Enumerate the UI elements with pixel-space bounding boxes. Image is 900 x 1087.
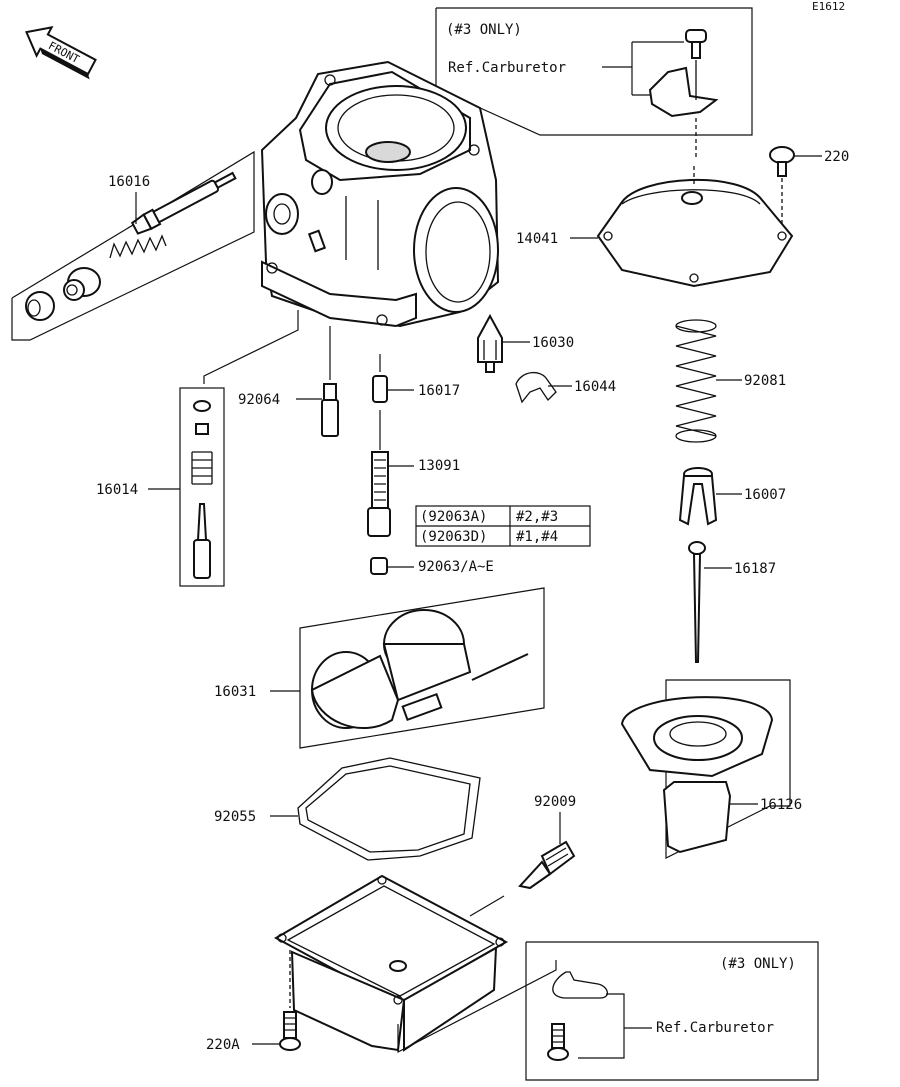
note-bottom-title: (#3 ONLY): [720, 956, 796, 972]
spring-92081: 92081: [675, 319, 786, 443]
callout-220a: 220A: [206, 1037, 240, 1053]
diagram-id: E1612: [812, 0, 845, 13]
bushing-icon: [63, 267, 101, 301]
float-valve-16030: 16030: [477, 313, 574, 373]
drain-screw-92009: 92009: [518, 794, 576, 890]
jet-table-row-2-cyl: #1,#4: [516, 529, 558, 545]
spring-icon: [191, 451, 213, 485]
callout-16007: 16007: [744, 487, 786, 503]
jet-table-row-1-cyl: #2,#3: [516, 509, 558, 525]
screw-220a: 220A: [206, 950, 301, 1053]
callout-16187: 16187: [734, 561, 776, 577]
carburetor-body: [260, 60, 500, 328]
callout-92055: 92055: [214, 809, 256, 825]
spring-icon: [109, 234, 167, 259]
jet-92064: 92064: [238, 326, 339, 437]
screw-220: 220: [769, 146, 849, 226]
pilot-screw-set: 16016: [11, 150, 255, 341]
callout-16030: 16030: [532, 335, 574, 351]
callout-16014: 16014: [96, 482, 138, 498]
callout-92063ae: 92063/A~E: [418, 559, 494, 575]
callout-16044: 16044: [574, 379, 616, 395]
jet-table-row-2-part: (92063D): [420, 529, 487, 545]
front-arrow-icon: FRONT: [25, 26, 97, 80]
needle-16187: 16187: [688, 541, 776, 663]
top-cover-14041: 14041: [516, 166, 794, 288]
clip-icon: [552, 971, 608, 999]
callout-92081: 92081: [744, 373, 786, 389]
note-bottom-ref: Ref.Carburetor: [656, 1020, 774, 1036]
note-top: (#3 ONLY) Ref.Carburetor: [435, 7, 753, 160]
callout-16017: 16017: [418, 383, 460, 399]
holder-16007: 16007: [678, 467, 786, 526]
note-top-title: (#3 ONLY): [446, 22, 522, 38]
callout-220: 220: [824, 149, 849, 165]
screw-kit-16014: 16014: [96, 387, 225, 587]
bracket-icon: [648, 66, 719, 118]
callout-16126: 16126: [760, 797, 802, 813]
o-ring-icon: [193, 400, 211, 412]
callout-92064: 92064: [238, 392, 280, 408]
washer-icon: [25, 291, 55, 321]
piston-16126: 16126: [620, 679, 802, 859]
screw-icon: [685, 29, 707, 59]
note-top-ref: Ref.Carburetor: [448, 60, 566, 76]
gasket-92055: 92055: [214, 757, 481, 861]
float-bowl: [273, 874, 509, 1052]
clip-16044: 16044: [515, 372, 616, 404]
float-16031: 16031: [214, 587, 545, 749]
note-bottom: (#3 ONLY) Ref.Carburetor: [397, 941, 819, 1081]
callout-16031: 16031: [214, 684, 256, 700]
screw-icon: [547, 1023, 569, 1061]
callout-92009: 92009: [534, 794, 576, 810]
callout-14041: 14041: [516, 231, 558, 247]
jet-table: (92063A) #2,#3 (92063D) #1,#4: [415, 505, 591, 547]
callout-16016: 16016: [108, 174, 150, 190]
callout-13091: 13091: [418, 458, 460, 474]
jet-table-row-1-part: (92063A): [420, 509, 487, 525]
needle-jet-stack: 16017 13091 92063/A~E: [367, 354, 494, 575]
